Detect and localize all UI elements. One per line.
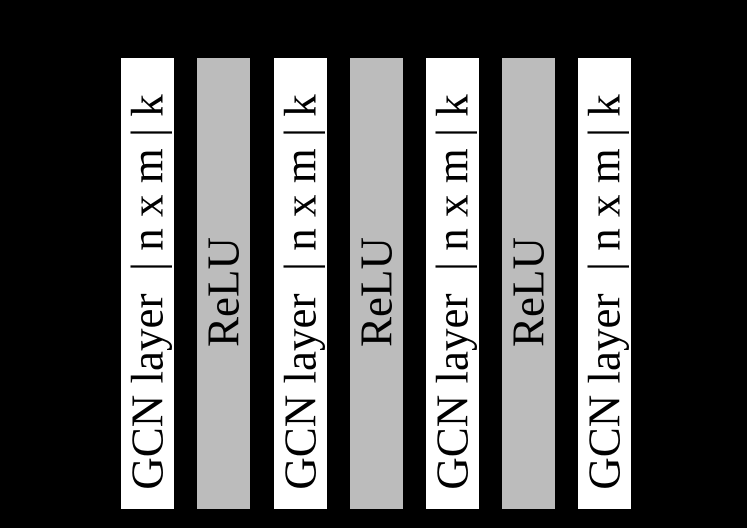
relu-label: ReLU: [198, 236, 248, 347]
gcn-layer-label: GCN layer | n x m | k: [122, 93, 172, 490]
relu-label: ReLU: [503, 236, 553, 347]
relu-label: ReLU: [351, 236, 401, 347]
gcn-layer-bar-1: GCN layer | n x m | k: [121, 58, 174, 509]
gcn-layer-bar-2: GCN layer | n x m | k: [274, 58, 327, 509]
gcn-layer-bar-4: GCN layer | n x m | k: [578, 58, 631, 509]
gcn-layer-label: GCN layer | n x m | k: [427, 93, 477, 490]
relu-bar-2: ReLU: [350, 58, 403, 509]
relu-bar-1: ReLU: [197, 58, 250, 509]
relu-bar-3: ReLU: [502, 58, 555, 509]
gcn-layer-bar-3: GCN layer | n x m | k: [426, 58, 479, 509]
gcn-layer-label: GCN layer | n x m | k: [579, 93, 629, 490]
gcn-layer-label: GCN layer | n x m | k: [275, 93, 325, 490]
